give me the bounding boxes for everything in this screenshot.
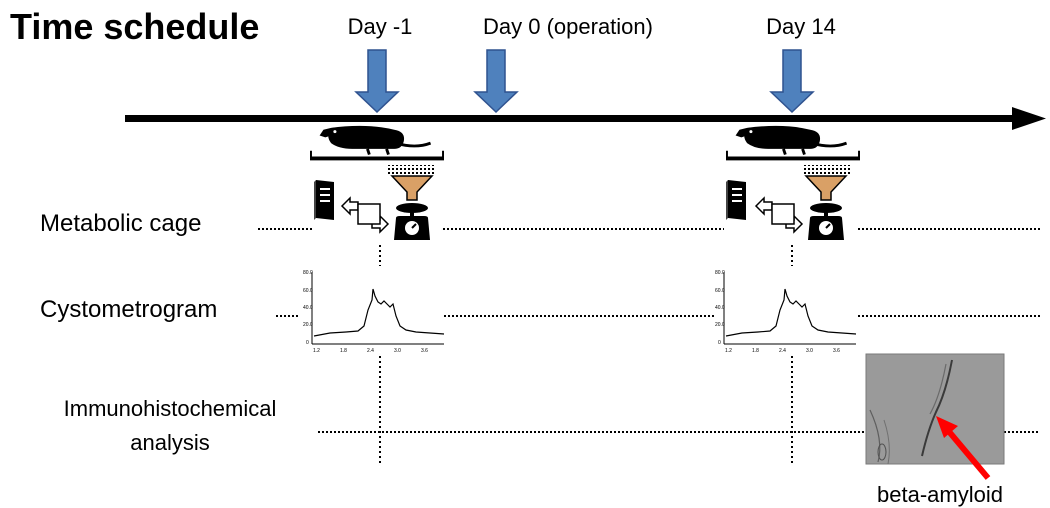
stipple-grid xyxy=(802,165,850,175)
tissue-fiber xyxy=(921,359,953,457)
x-tick-label: 3.6 xyxy=(833,348,840,354)
scale-icon xyxy=(807,202,845,241)
pressure-trace xyxy=(313,288,445,337)
timeline-axis xyxy=(125,107,1046,130)
beta-amyloid-pointer-arrow xyxy=(936,416,991,480)
funnel-icon xyxy=(804,175,848,201)
y-tick-label: 20.0 xyxy=(303,322,313,328)
dotted-vertical-lines xyxy=(379,245,793,466)
y-tick-label: 40.0 xyxy=(715,305,725,311)
day-14-label: Day 14 xyxy=(766,14,836,39)
y-tick-label: 60.0 xyxy=(715,288,725,294)
computer-icon xyxy=(726,180,746,220)
x-tick-label: 1.8 xyxy=(340,348,347,354)
pressure-trace xyxy=(725,288,857,337)
x-tick-label: 3.6 xyxy=(421,348,428,354)
ihc-label-line1: Immunohistochemical xyxy=(63,396,277,421)
x-tick-label: 1.2 xyxy=(313,348,320,354)
x-tick-label: 1.8 xyxy=(752,348,759,354)
x-tick-label: 2.4 xyxy=(367,348,374,354)
ihc-micrograph xyxy=(865,353,1005,465)
computer-icon xyxy=(314,180,334,220)
graph-background xyxy=(302,266,444,356)
y-tick-label: 80.0 xyxy=(303,270,313,276)
cystometrogram-graph-day-minus1: 80.0 60.0 40.0 20.0 0 1.2 1.8 2.4 3.0 3.… xyxy=(302,266,445,356)
graph-x-ticks: 1.2 1.8 2.4 3.0 3.6 xyxy=(725,348,840,354)
graph-y-ticks: 80.0 60.0 40.0 20.0 0 xyxy=(715,270,725,346)
scale-icon xyxy=(393,202,431,241)
dotted-row-lines xyxy=(258,228,1040,433)
timeline-arrowhead xyxy=(1012,107,1046,130)
funnel-icon xyxy=(390,175,434,201)
day-14-arrow xyxy=(769,49,815,114)
micrograph-background xyxy=(866,354,1004,464)
page-title: Time schedule xyxy=(10,6,260,47)
beta-amyloid-caption: beta-amyloid xyxy=(877,482,1003,507)
cystometrogram-graph-day-14: 80.0 60.0 40.0 20.0 0 1.2 1.8 2.4 3.0 3.… xyxy=(714,266,857,356)
ihc-label: Immunohistochemical analysis xyxy=(40,392,300,460)
cystometrogram-label: Cystometrogram xyxy=(40,296,218,323)
metabolic-cage-label: Metabolic cage xyxy=(40,210,202,237)
stipple-grid xyxy=(388,165,436,175)
day-minus1-label: Day -1 xyxy=(347,14,413,39)
graph-y-ticks: 80.0 60.0 40.0 20.0 0 xyxy=(303,270,313,346)
data-transfer-arrow-icon xyxy=(340,196,390,234)
y-tick-label: 20.0 xyxy=(715,322,725,328)
y-tick-label: 80.0 xyxy=(715,270,725,276)
x-tick-label: 1.2 xyxy=(725,348,732,354)
data-transfer-arrow-icon xyxy=(754,196,804,234)
y-tick-label: 60.0 xyxy=(303,288,313,294)
rat-icon xyxy=(310,124,444,161)
ihc-label-line2: analysis xyxy=(130,430,210,455)
graph-background xyxy=(714,266,856,356)
day-minus1-arrow xyxy=(354,49,400,114)
x-tick-label: 3.0 xyxy=(806,348,813,354)
graph-x-ticks: 1.2 1.8 2.4 3.0 3.6 xyxy=(313,348,428,354)
day-0-arrow xyxy=(473,49,519,114)
y-tick-label: 0 xyxy=(306,340,309,346)
x-tick-label: 3.0 xyxy=(394,348,401,354)
metabolic-cage-setup-day-minus1 xyxy=(310,124,444,241)
y-tick-label: 0 xyxy=(718,340,721,346)
y-tick-label: 40.0 xyxy=(303,305,313,311)
day-0-label: Day 0 (operation) xyxy=(483,14,653,39)
x-tick-label: 2.4 xyxy=(779,348,786,354)
metabolic-cage-setup-day-14 xyxy=(726,124,860,241)
rat-icon xyxy=(726,124,860,161)
